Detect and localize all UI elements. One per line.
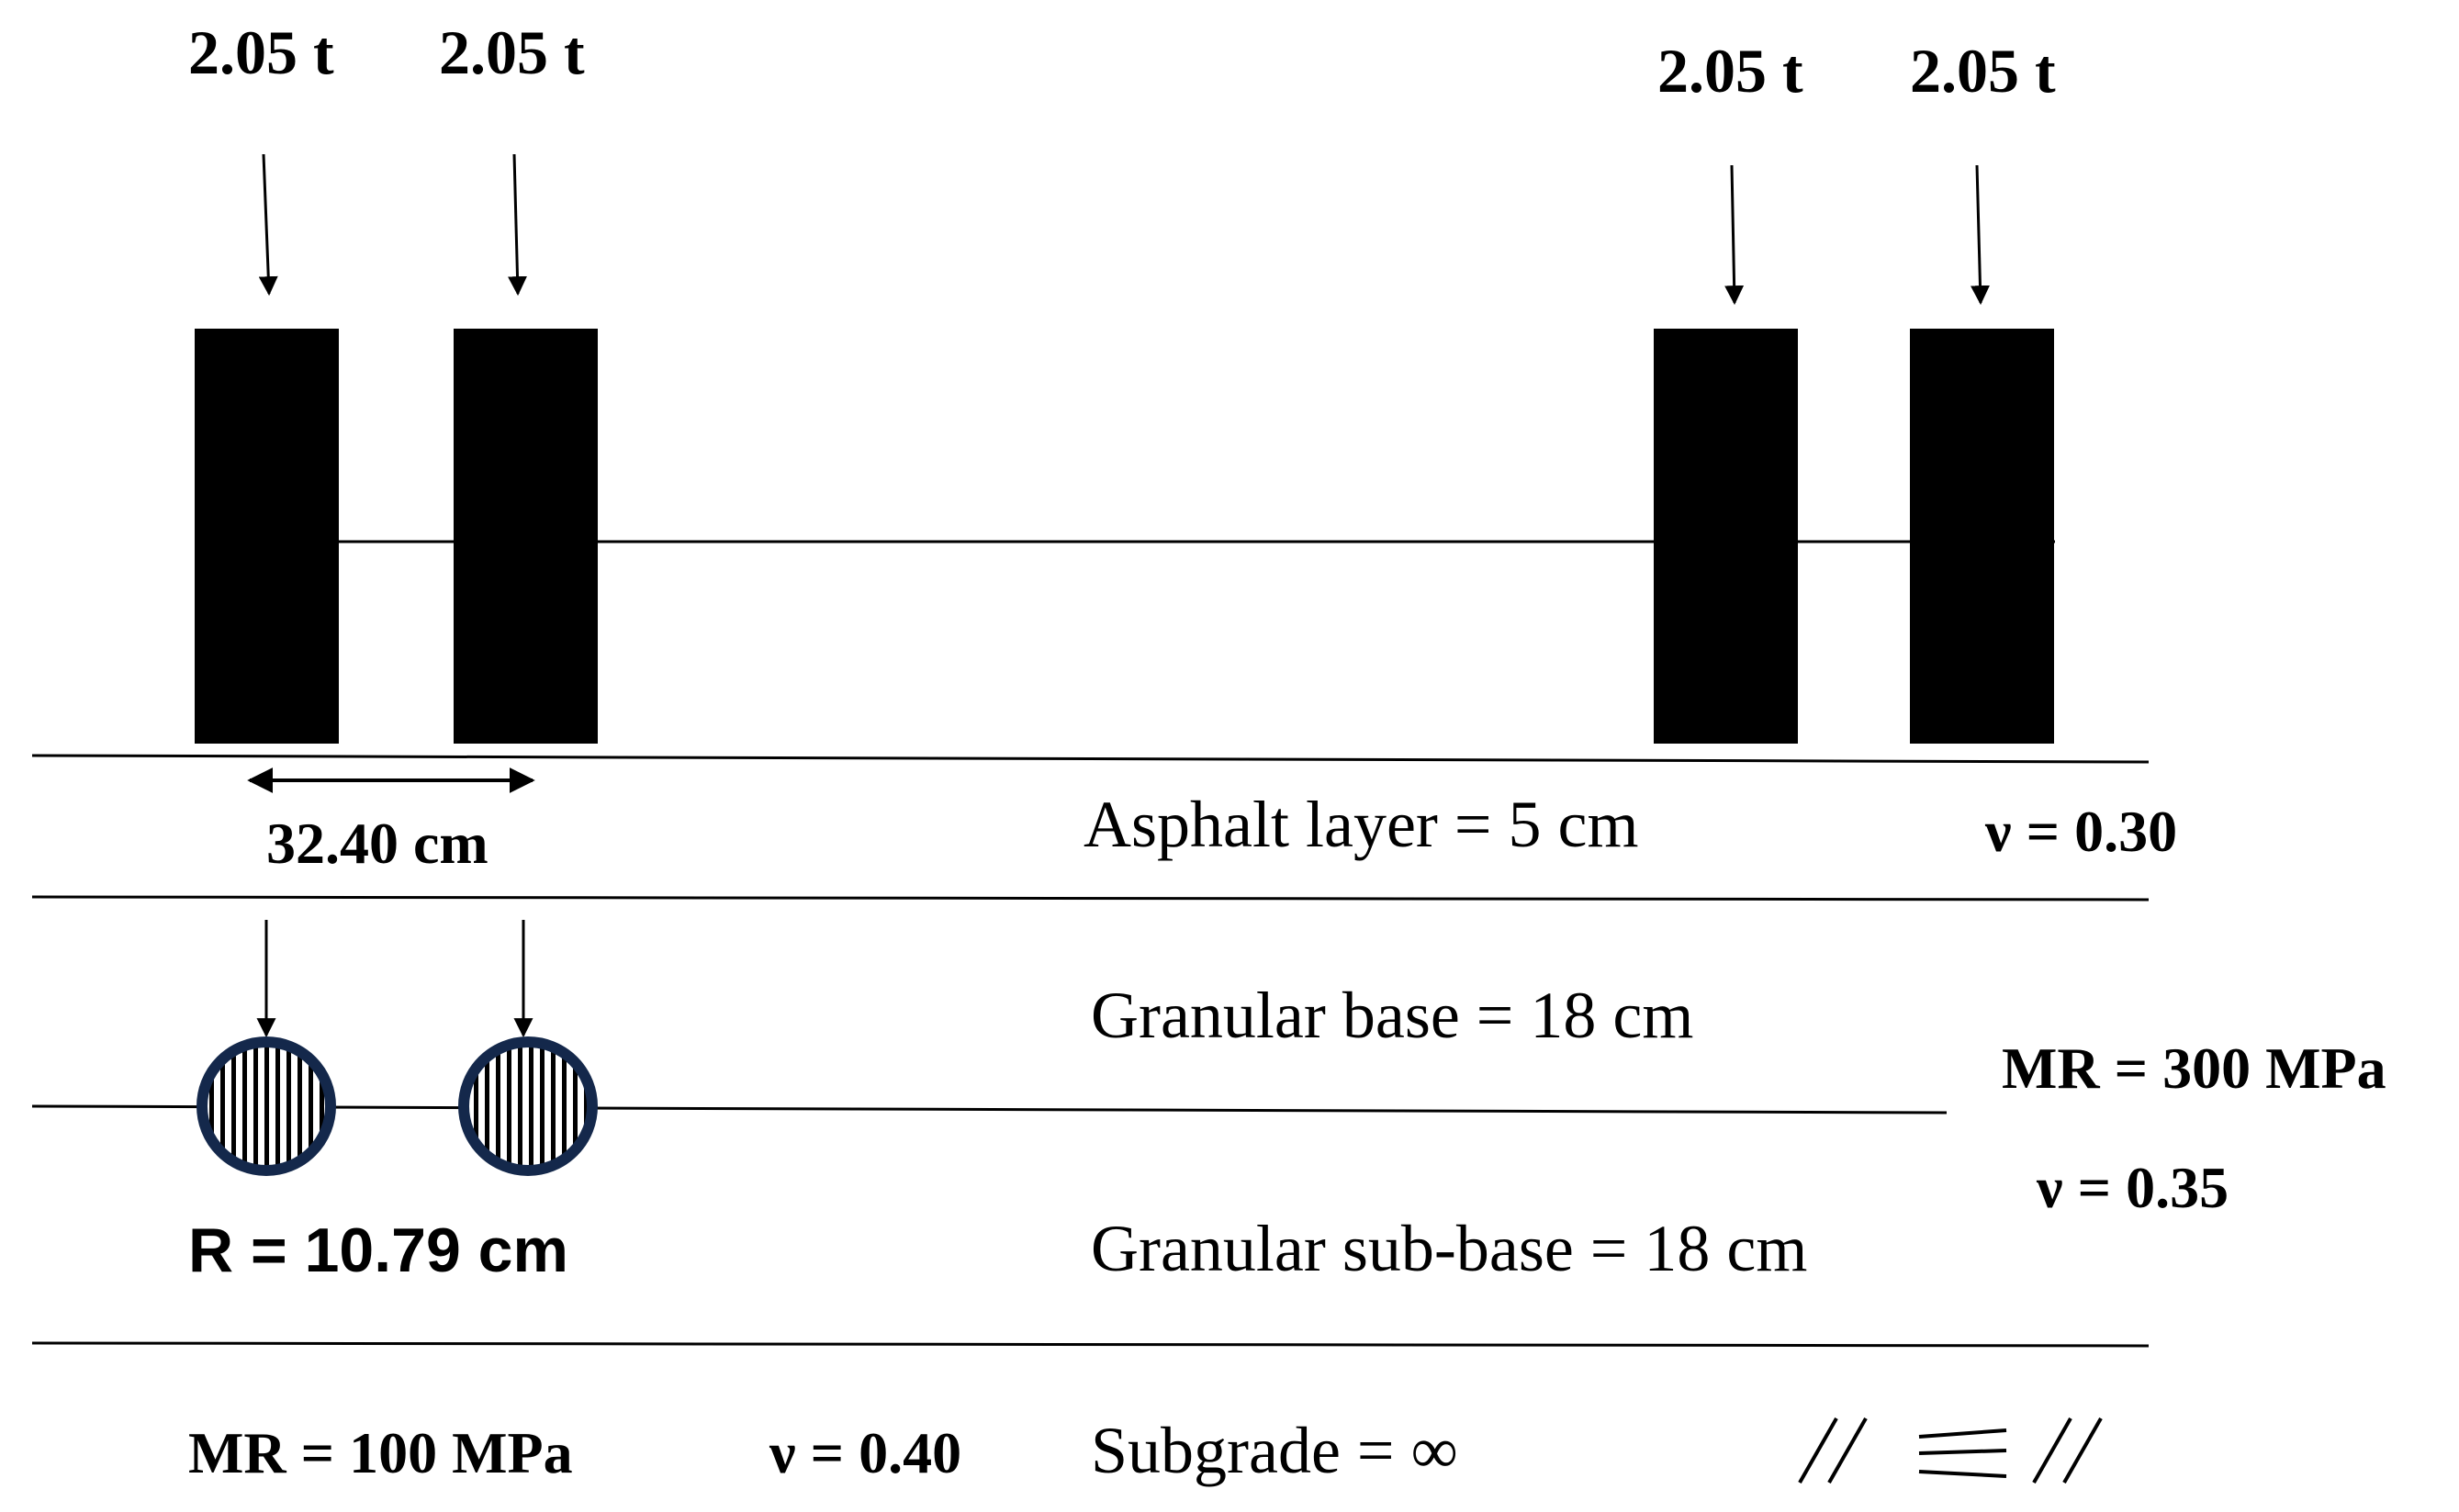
asphalt-layer-label: Asphalt layer = 5 cm (1084, 788, 1638, 861)
load-label-2: 2.05 t (439, 17, 585, 87)
contact-radius-label: R = 10.79 cm (188, 1215, 568, 1285)
granular-modulus-label: MR = 300 MPa (2002, 1036, 2386, 1101)
tire-4 (1910, 329, 2054, 744)
pavement-surface-line (31, 754, 2150, 764)
base-subbase-interface-line (31, 1104, 1948, 1114)
subgrade-top-line (31, 1341, 2150, 1348)
soil-hatch-icon (1798, 1417, 2103, 1484)
load-label-1: 2.05 t (188, 17, 334, 87)
load-label-4: 2.05 t (1910, 36, 2056, 106)
subgrade-modulus-label: MR = 100 MPa (188, 1420, 573, 1485)
wheel-spacing-label: 32.40 cm (266, 811, 488, 876)
subgrade-poisson-label: ν = 0.40 (769, 1420, 961, 1485)
granular-poisson-label: ν = 0.35 (2036, 1155, 2229, 1220)
contact-area-circle-1 (196, 1036, 336, 1176)
tire-1 (195, 329, 339, 744)
load-arrow-2 (508, 153, 527, 297)
load-arrow-1 (258, 153, 278, 297)
load-label-3: 2.05 t (1657, 36, 1803, 106)
load-arrow-4 (1970, 164, 1990, 306)
tire-2 (454, 329, 598, 744)
asphalt-bottom-line (31, 895, 2150, 902)
subgrade-label: Subgrade = ∞ (1091, 1414, 1458, 1487)
granular-base-label: Granular base = 18 cm (1091, 979, 1693, 1052)
contact-area-circle-2 (458, 1036, 598, 1176)
tire-3 (1654, 329, 1798, 744)
load-arrow-3 (1724, 164, 1745, 306)
granular-subbase-label: Granular sub-base = 18 cm (1091, 1212, 1807, 1285)
asphalt-poisson-label: ν = 0.30 (1984, 799, 2177, 864)
